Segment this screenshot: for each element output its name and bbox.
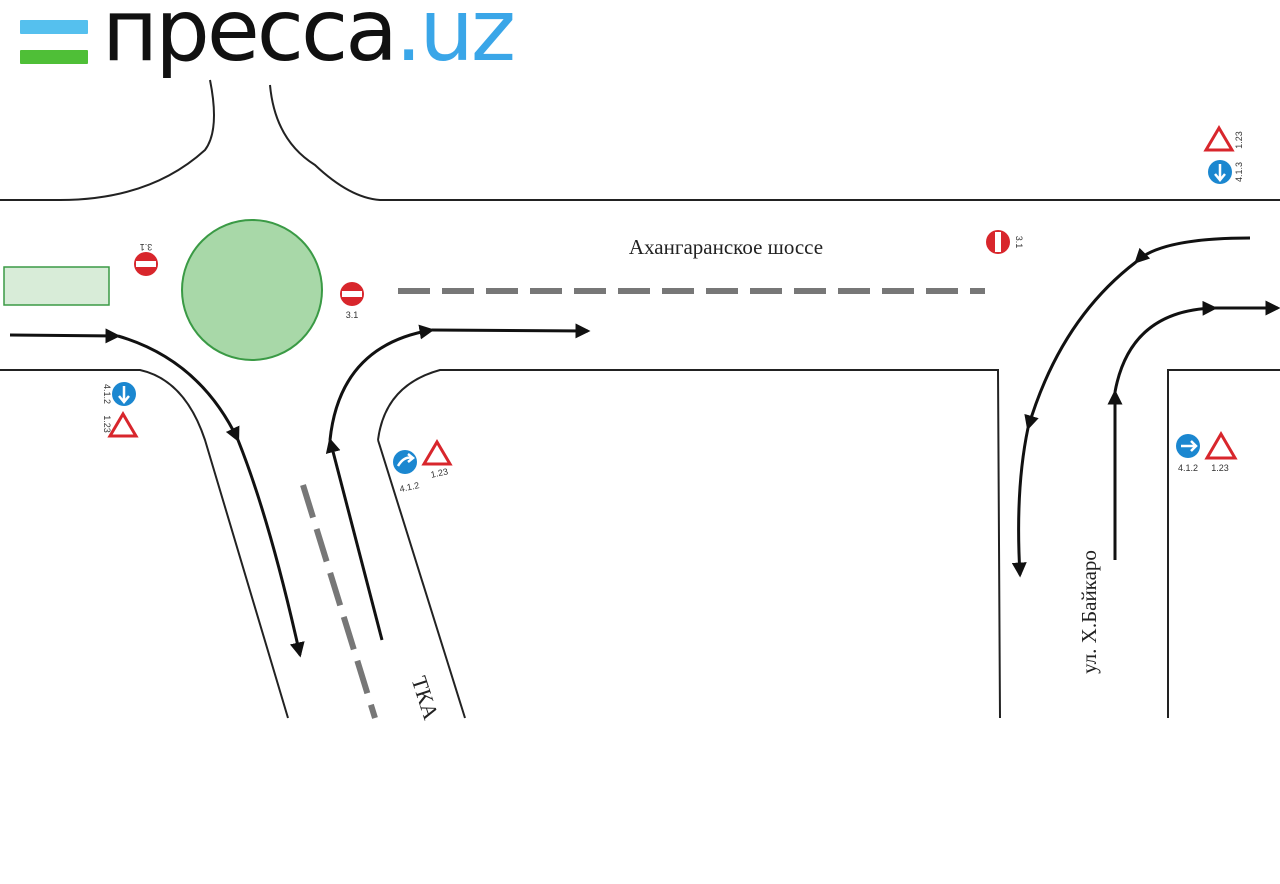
sign-code: 1.23 — [1234, 131, 1244, 149]
sign-code: 4.1.2 — [102, 384, 112, 404]
arrow-west-entry — [9, 328, 121, 344]
arrow-turn-east — [328, 324, 435, 441]
sign-code: 4.1.2 — [399, 480, 421, 494]
brand-name: пресса.uz — [102, 0, 516, 74]
flag-icon — [20, 20, 88, 69]
sign-code: 3.1 — [140, 242, 153, 252]
traffic-arrows — [9, 236, 1280, 658]
sign-code: 4.1.3 — [1234, 162, 1244, 182]
no-entry-sign-right: 3.1 — [986, 230, 1024, 254]
arrow-right-down — [1024, 260, 1137, 431]
sign-code: 1.23 — [1211, 463, 1229, 473]
street-label-main: Ахангаранское шоссе — [629, 235, 823, 259]
arrow-right-west — [1134, 236, 1251, 264]
lane-markings — [300, 288, 985, 719]
street-label-ring: ТКА — [406, 673, 443, 723]
sign-code: 3.1 — [1014, 236, 1024, 249]
arrow-south-exit — [236, 439, 305, 658]
roundabout-island — [181, 219, 323, 361]
ring-dash-line — [300, 484, 378, 719]
ring-road-right-edge — [377, 439, 466, 719]
arrow-north-entry — [325, 437, 384, 641]
sign-code: 4.1.2 — [1178, 463, 1198, 473]
arrow-side-east — [1113, 300, 1218, 393]
top-road-edge-right — [269, 84, 1280, 201]
bottom-mid-edge — [377, 369, 1001, 719]
sign-code: 3.1 — [346, 310, 359, 320]
arrow-turn-south — [117, 334, 240, 443]
sign-cluster-left: 4.1.2 1.23 — [102, 382, 139, 438]
bottom-left-edge — [0, 369, 289, 719]
brand-logo: пресса.uz — [18, 0, 518, 100]
side-road-right-edge — [1167, 369, 1280, 718]
brand-tld: .uz — [395, 0, 516, 81]
sign-code: 1.23 — [102, 415, 112, 433]
sign-cluster-ring: 4.1.2 1.23 — [393, 439, 453, 494]
road-edges — [0, 79, 1280, 719]
arrow-east-straight — [431, 323, 591, 339]
sign-code: 1.23 — [430, 466, 449, 479]
sign-cluster-top-right: 4.1.3 1.23 — [1203, 125, 1244, 184]
arrow-right-down-2 — [1011, 427, 1030, 578]
brand-main: пресса — [102, 0, 398, 81]
median-island — [3, 266, 110, 306]
street-label-side: ул. Х.Байкаро — [1077, 550, 1101, 674]
sign-cluster-side-street: 4.1.2 1.23 — [1176, 431, 1238, 473]
top-road-edge — [0, 79, 215, 201]
no-entry-sign-center: 3.1 — [340, 282, 364, 320]
no-entry-sign-left: 3.1 — [134, 242, 158, 276]
